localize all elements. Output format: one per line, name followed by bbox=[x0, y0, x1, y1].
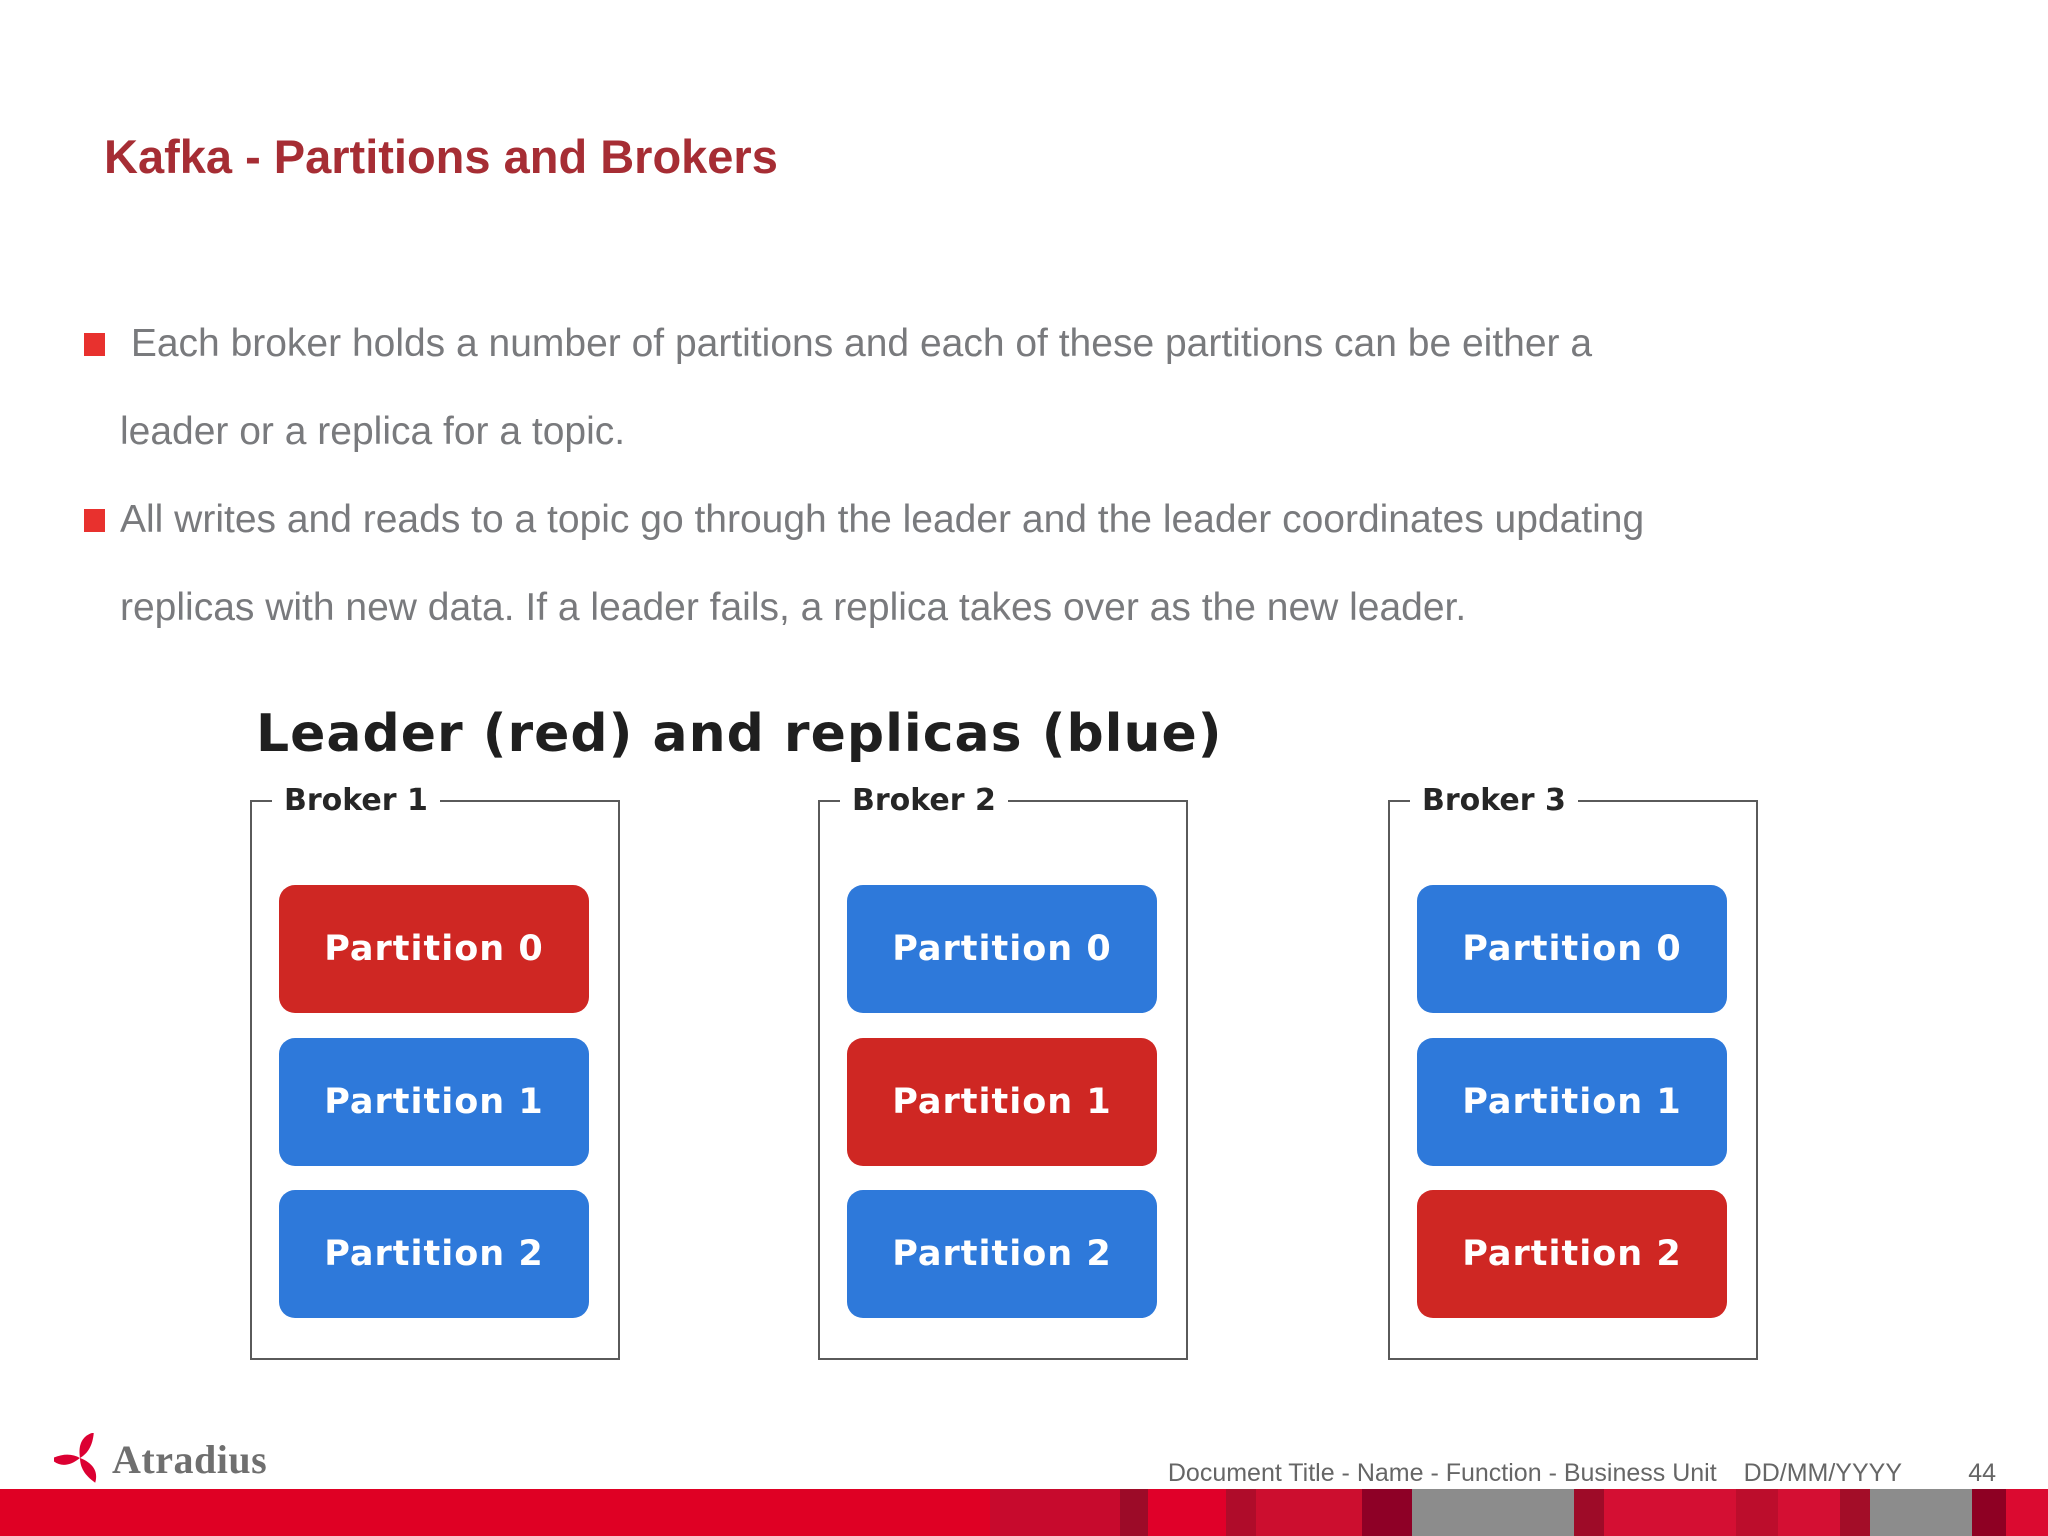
partition-label: Partition 0 bbox=[1462, 929, 1682, 969]
bottom-bar-segment bbox=[1362, 1489, 1412, 1536]
partition-block: Partition 2 bbox=[279, 1190, 589, 1318]
bottom-bar-segment bbox=[1972, 1489, 2006, 1536]
broker-label: Broker 3 bbox=[1410, 783, 1578, 818]
footer-document-info: Document Title - Name - Function - Busin… bbox=[1167, 1459, 1717, 1487]
partition-label: Partition 2 bbox=[892, 1234, 1112, 1274]
bullet-item: All writes and reads to a topic go throu… bbox=[84, 476, 1980, 652]
partition-label: Partition 0 bbox=[324, 929, 544, 969]
broker-label: Broker 1 bbox=[272, 783, 440, 818]
partition-block: Partition 1 bbox=[1417, 1038, 1727, 1166]
partition-block: Partition 0 bbox=[279, 885, 589, 1013]
page-number: 44 bbox=[1968, 1459, 1996, 1487]
partition-label: Partition 2 bbox=[1462, 1234, 1682, 1274]
bottom-bar-segment bbox=[990, 1489, 1120, 1536]
bottom-bar-segment bbox=[1574, 1489, 1604, 1536]
bullet-item: Each broker holds a number of partitions… bbox=[84, 300, 1980, 476]
diagram-title: Leader (red) and replicas (blue) bbox=[256, 704, 1223, 764]
bottom-bar-segment bbox=[1412, 1489, 1574, 1536]
partition-block: Partition 2 bbox=[1417, 1190, 1727, 1318]
bullet-text-line: Each broker holds a number of partitions… bbox=[120, 322, 1593, 365]
broker-box: Broker 1 Partition 0 Partition 1 Partiti… bbox=[250, 783, 620, 1360]
bottom-bar-segment bbox=[1226, 1489, 1256, 1536]
partition-block: Partition 1 bbox=[847, 1038, 1157, 1166]
bottom-bar-segment bbox=[0, 1489, 990, 1536]
bottom-brand-bar bbox=[0, 1489, 2048, 1536]
partition-block: Partition 2 bbox=[847, 1190, 1157, 1318]
bottom-bar-segment bbox=[1256, 1489, 1362, 1536]
bullet-square-icon bbox=[84, 509, 105, 532]
bottom-bar-segment bbox=[1148, 1489, 1226, 1536]
bullet-text-line: replicas with new data. If a leader fail… bbox=[120, 586, 1467, 629]
bullet-text-line: All writes and reads to a topic go throu… bbox=[120, 498, 1645, 541]
partition-label: Partition 2 bbox=[324, 1234, 544, 1274]
bottom-bar-segment bbox=[1840, 1489, 1870, 1536]
bottom-bar-segment bbox=[1120, 1489, 1148, 1536]
footer-info: Document Title - Name - Function - Busin… bbox=[1168, 1459, 1902, 1488]
partition-label: Partition 1 bbox=[1462, 1082, 1682, 1122]
bullet-square-icon bbox=[84, 333, 105, 356]
broker-box: Broker 3 Partition 0 Partition 1 Partiti… bbox=[1388, 783, 1758, 1360]
broker-label: Broker 2 bbox=[840, 783, 1008, 818]
atradius-logo-icon bbox=[54, 1433, 97, 1483]
bottom-bar-segment bbox=[1870, 1489, 1972, 1536]
broker-box: Broker 2 Partition 0 Partition 1 Partiti… bbox=[818, 783, 1188, 1360]
partition-block: Partition 0 bbox=[847, 885, 1157, 1013]
partition-block: Partition 0 bbox=[1417, 885, 1727, 1013]
partition-block: Partition 1 bbox=[279, 1038, 589, 1166]
brand-name: Atradius bbox=[112, 1437, 268, 1482]
partition-label: Partition 0 bbox=[892, 929, 1112, 969]
bottom-bar-segment bbox=[1604, 1489, 1736, 1536]
partition-label: Partition 1 bbox=[324, 1082, 544, 1122]
bottom-bar-segment bbox=[1778, 1489, 1840, 1536]
bullet-text-line: leader or a replica for a topic. bbox=[120, 410, 626, 453]
partition-label: Partition 1 bbox=[892, 1082, 1112, 1122]
bottom-bar-segment bbox=[2006, 1489, 2048, 1536]
bottom-bar-segment bbox=[1736, 1489, 1778, 1536]
slide-title: Kafka - Partitions and Brokers bbox=[104, 130, 778, 184]
footer-date: DD/MM/YYYY bbox=[1743, 1459, 1902, 1487]
